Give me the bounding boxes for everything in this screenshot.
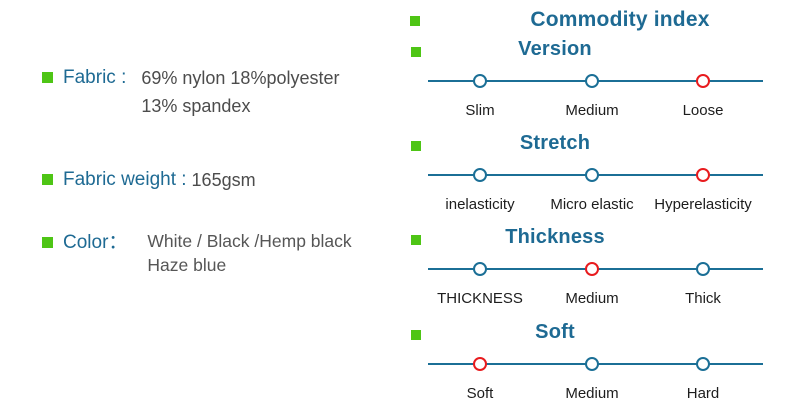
bullet-square-icon: [411, 235, 421, 245]
bullet-square-icon: [411, 141, 421, 151]
scale-dot: [585, 357, 599, 371]
scale-dot: [585, 74, 599, 88]
commodity-index-header: Commodity index: [400, 8, 800, 38]
scale-dot: [696, 262, 710, 276]
scale-dot: [696, 357, 710, 371]
scale-dot: [473, 168, 487, 182]
scale-header: Thickness: [400, 226, 800, 254]
scale-option-label: Hard: [686, 385, 720, 402]
spec-value-line: Haze blue: [147, 255, 227, 275]
scale-version: Version Slim Medium Loose: [400, 38, 800, 133]
scale-dot: [473, 357, 487, 371]
scale-track: [428, 74, 763, 88]
scale-option-label: Micro elastic: [550, 196, 634, 213]
scale-title: Version: [518, 38, 592, 60]
scale-dot: [473, 262, 487, 276]
bullet-square-icon: [42, 174, 53, 185]
scale-option-labels: inelasticity Micro elastic Hyperelastici…: [400, 196, 800, 218]
spec-label: Fabric :: [63, 67, 127, 88]
scale-option-label: THICKNESS: [437, 290, 523, 307]
scale-dot: [473, 74, 487, 88]
commodity-index-title: Commodity index: [530, 8, 710, 31]
scale-option-labels: Slim Medium Loose: [400, 102, 800, 124]
scale-dot: [696, 74, 710, 88]
scale-title: Stretch: [519, 132, 591, 154]
scale-header: Stretch: [400, 132, 800, 160]
scale-dot: [585, 168, 599, 182]
spec-fabric-weight: Fabric weight : 165gsm: [42, 166, 256, 194]
spec-value-line: 165gsm: [191, 170, 256, 190]
scale-option-labels: THICKNESS Medium Thick: [400, 290, 800, 312]
scale-dot: [696, 168, 710, 182]
bullet-square-icon: [411, 47, 421, 57]
scale-track: [428, 168, 763, 182]
spec-fabric: Fabric : 69% nylon 18%polyester 13% span…: [42, 64, 339, 120]
scale-header: Version: [400, 38, 800, 66]
spec-value-line: 69% nylon 18%polyester: [141, 68, 340, 88]
bullet-square-icon: [42, 237, 53, 248]
spec-value-line: White / Black /Hemp black: [147, 231, 352, 251]
spec-value: White / Black /Hemp black Haze blue: [147, 229, 351, 277]
scale-dot: [585, 262, 599, 276]
bullet-square-icon: [410, 16, 420, 26]
spec-color: Color： White / Black /Hemp black Haze bl…: [42, 229, 352, 277]
scale-title: Soft: [535, 321, 575, 343]
scale-option-label: Slim: [465, 102, 495, 119]
bullet-square-icon: [42, 72, 53, 83]
scale-option-label: Medium: [565, 102, 619, 119]
scale-soft: Soft Soft Medium Hard: [400, 321, 800, 416]
spec-value: 69% nylon 18%polyester 13% spandex: [141, 64, 339, 120]
scale-option-label: Medium: [565, 290, 619, 307]
scale-option-label: Thick: [685, 290, 721, 307]
scale-title: Thickness: [505, 226, 605, 248]
spec-label: Color：: [63, 232, 128, 253]
scale-option-labels: Soft Medium Hard: [400, 385, 800, 407]
commodity-index-section: Commodity index Version Slim Medium Loos…: [400, 0, 800, 417]
spec-value: 165gsm: [192, 166, 256, 194]
scale-header: Soft: [400, 321, 800, 349]
scale-option-label: Soft: [466, 385, 494, 402]
scale-option-label: inelasticity: [445, 196, 515, 213]
scale-track: [428, 357, 763, 371]
scale-option-label: Hyperelasticity: [654, 196, 752, 213]
scale-option-label: Medium: [565, 385, 619, 402]
scale-track: [428, 262, 763, 276]
spec-value-line: 13% spandex: [141, 96, 251, 116]
scale-thickness: Thickness THICKNESS Medium Thick: [400, 226, 800, 321]
scale-stretch: Stretch inelasticity Micro elastic Hyper…: [400, 132, 800, 227]
scale-option-label: Loose: [682, 102, 724, 119]
bullet-square-icon: [411, 330, 421, 340]
spec-label: Fabric weight :: [63, 169, 187, 190]
